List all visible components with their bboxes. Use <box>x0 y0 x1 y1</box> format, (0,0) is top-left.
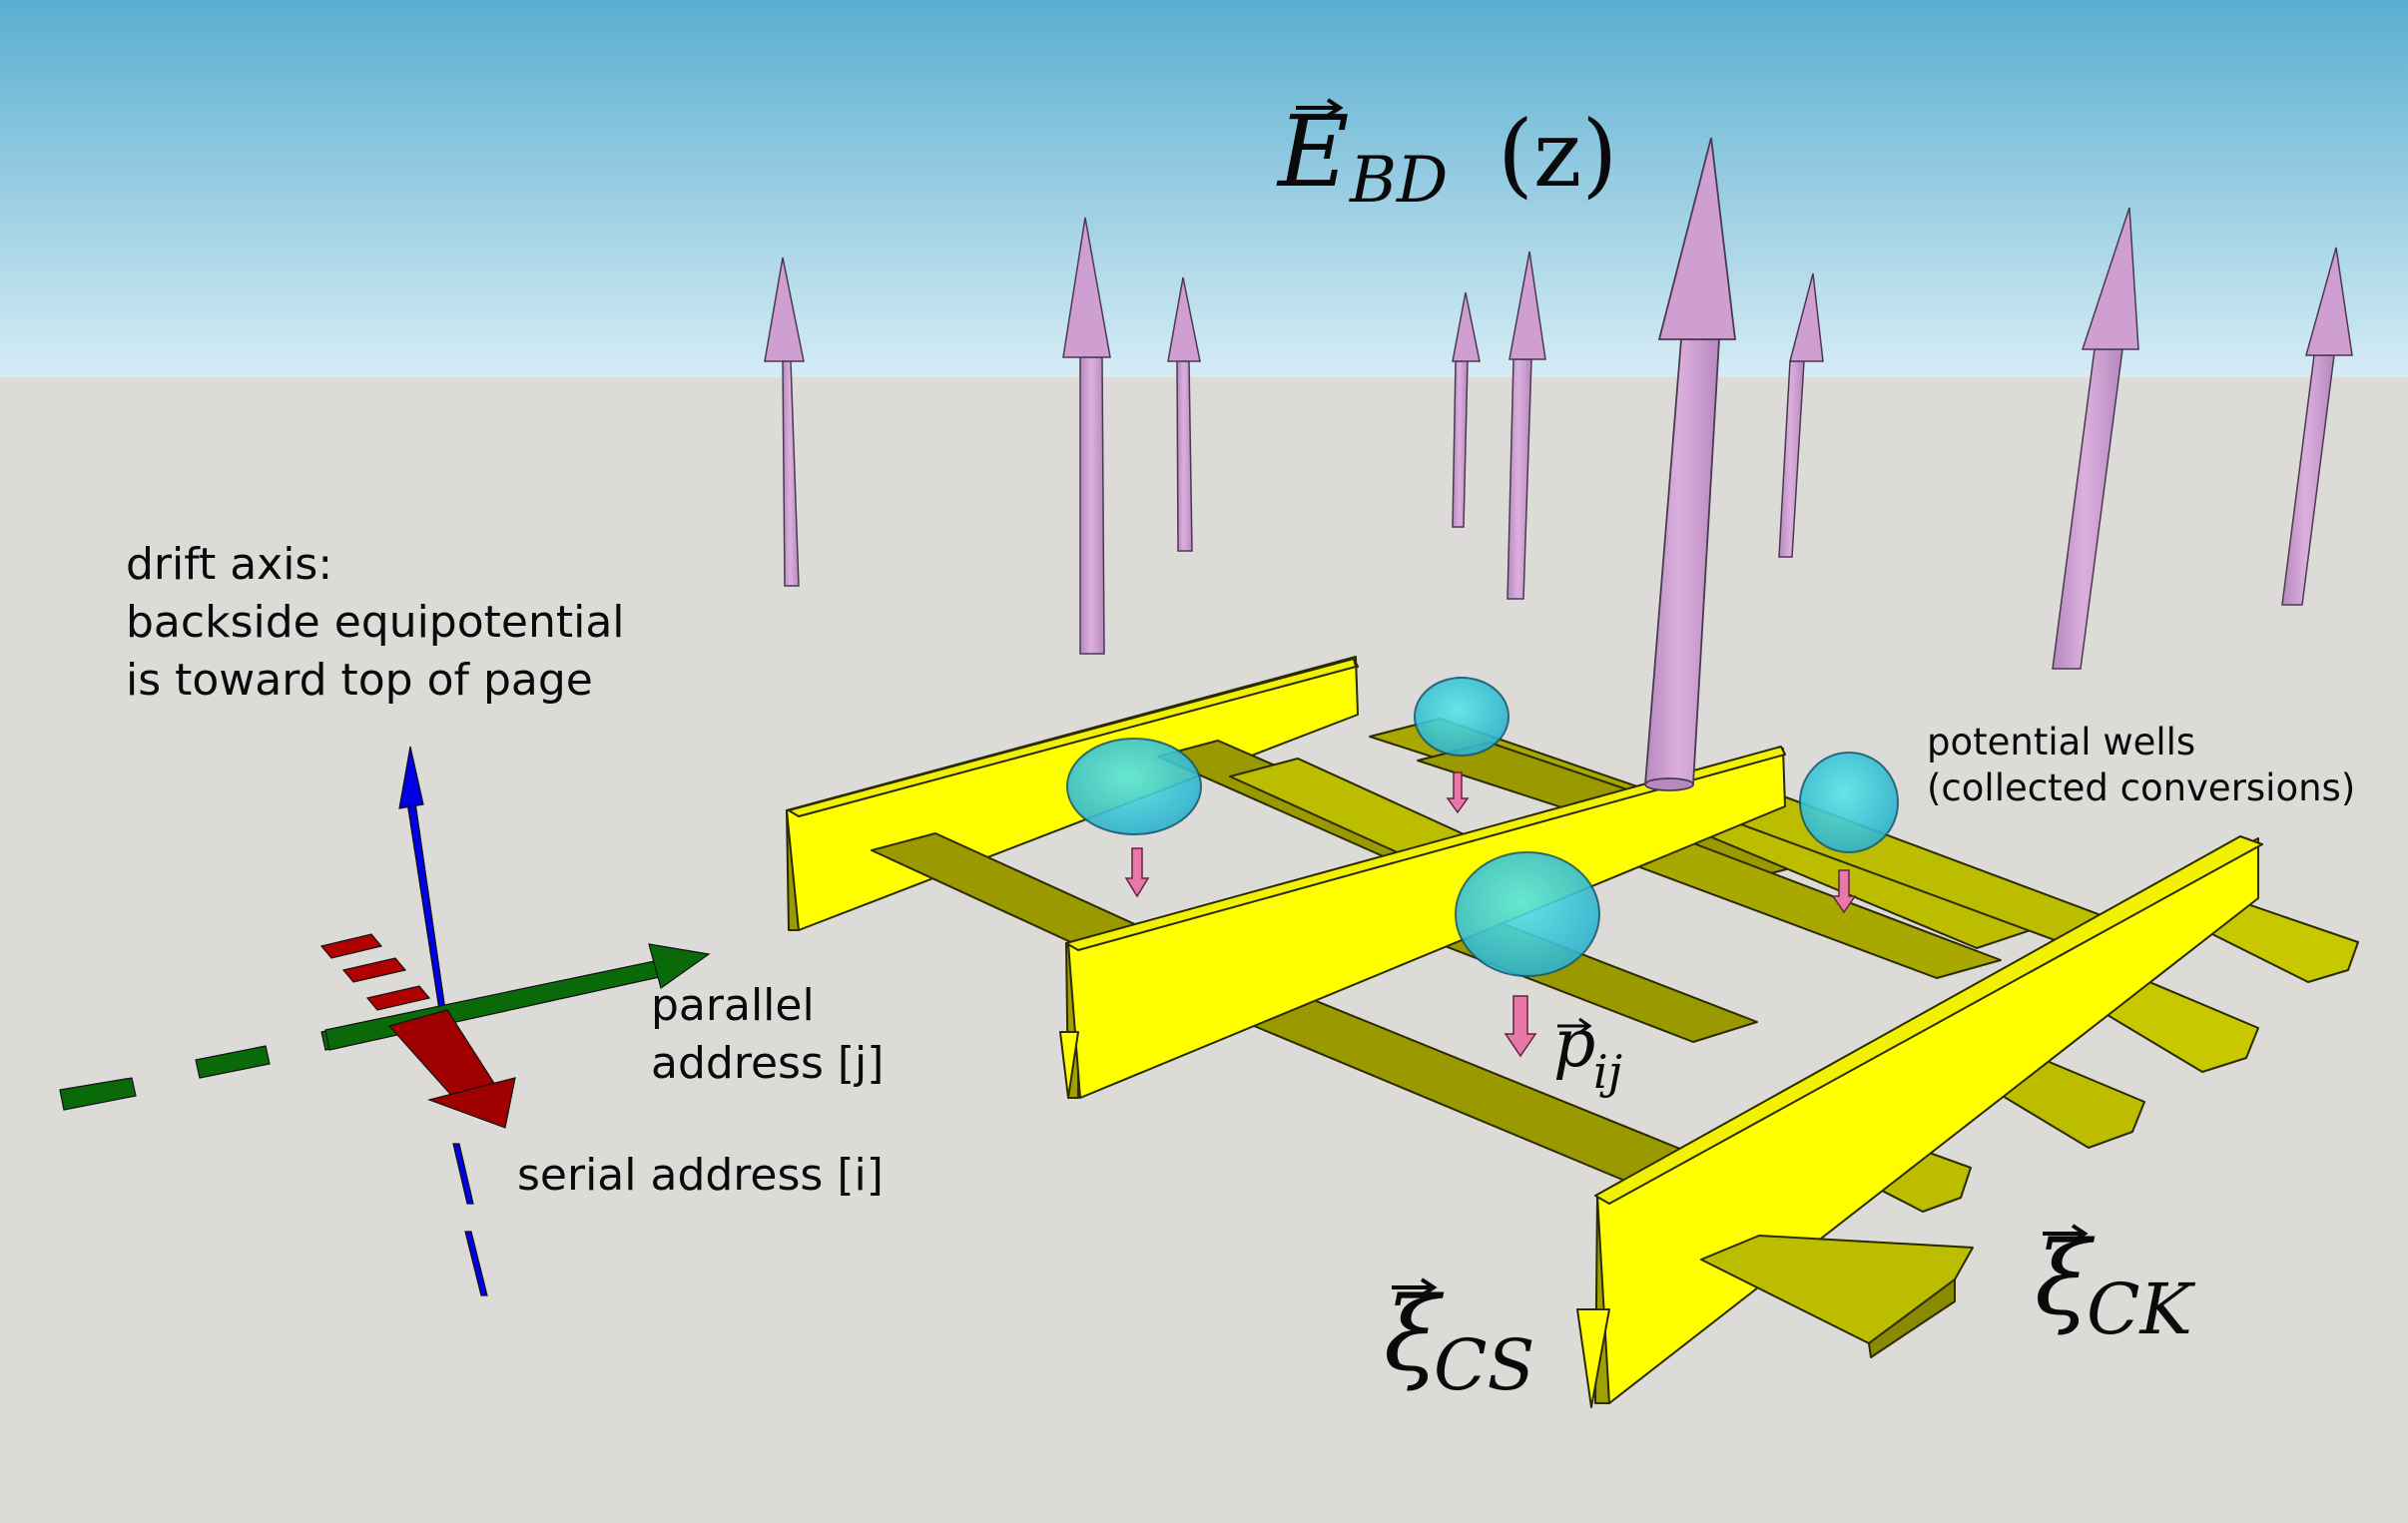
xi-cs-subscript: CS <box>1434 1324 1535 1406</box>
potential-well <box>1414 677 1509 757</box>
front-serial-bar <box>1700 1235 1974 1358</box>
xi-cs-symbol: ξ <box>1384 1275 1445 1394</box>
field-arrow <box>1778 272 1824 558</box>
ccd-gate-structure <box>786 656 2359 1408</box>
field-subscript: BD <box>1349 144 1448 218</box>
pixel-dipole-label: p ij <box>1553 1005 1622 1099</box>
dipole-arrow <box>1124 847 1150 898</box>
annotations: drift axis: backside equipotential is to… <box>126 539 2355 1201</box>
field-argument: (z) <box>1498 101 1617 208</box>
vector-arrow-icon <box>2043 1224 2089 1244</box>
vector-arrow-icon <box>1392 1277 1438 1297</box>
parallel-axis-dash <box>195 1045 271 1079</box>
drift-axis-label-line2: backside equipotential <box>126 597 625 648</box>
dipole-arrow <box>1504 995 1537 1058</box>
drift-axis-head <box>398 746 424 809</box>
xi-ck-subscript: CK <box>2087 1269 2196 1350</box>
drift-axis-dash <box>464 1231 488 1296</box>
vector-arrow-icon <box>1296 98 1344 118</box>
potential-wells-label-line2: (collected conversions) <box>1927 766 2355 809</box>
potential-well <box>1799 752 1899 853</box>
vector-arrow-icon <box>1557 1017 1592 1035</box>
field-arrow <box>2052 207 2139 670</box>
middle-wall-b <box>1059 746 1786 1099</box>
xi-cs-label: ξ CS <box>1384 1275 1535 1406</box>
math-labels: E BD (z) p ij ξ CS ξ CK <box>1276 96 2196 1406</box>
field-arrow <box>1452 291 1481 528</box>
parallel-axis-label-line2: address [j] <box>651 1038 884 1089</box>
field-symbol: E <box>1276 96 1350 210</box>
field-arrow <box>1506 251 1546 600</box>
field-arrow <box>1167 276 1201 552</box>
xi-ck-label: ξ CK <box>2035 1220 2196 1350</box>
field-arrows <box>764 207 2353 670</box>
field-arrow <box>764 256 805 587</box>
sky <box>0 0 2408 377</box>
pixel-symbol: p <box>1553 1005 1595 1082</box>
serial-axis-dash <box>319 933 383 959</box>
drift-axis-label-line1: drift axis: <box>126 539 332 590</box>
potential-well <box>1066 738 1202 835</box>
pixel-subscript: ij <box>1593 1045 1622 1099</box>
potential-wells <box>1066 677 1899 977</box>
dipole-arrows <box>1124 771 1857 1058</box>
dipole-arrow <box>1831 869 1857 914</box>
serial-axis-head <box>426 1077 516 1129</box>
drift-axis-dash <box>452 1143 474 1205</box>
potential-well <box>1455 851 1600 977</box>
dipole-arrow <box>1446 771 1470 814</box>
field-label: E BD (z) <box>1276 96 1617 218</box>
serial-axis-dash <box>365 985 431 1011</box>
axis-triad <box>59 746 711 1296</box>
parallel-axis-head <box>648 943 711 989</box>
serial-axis-dash <box>341 957 407 983</box>
field-arrow <box>1062 217 1111 655</box>
serial-axis-label: serial address [i] <box>517 1150 884 1201</box>
parallel-axis-label-line1: parallel <box>651 980 815 1031</box>
field-arrow <box>2281 247 2353 606</box>
potential-wells-label-line1: potential wells <box>1927 721 2195 763</box>
drift-axis-label-line3: is toward top of page <box>126 655 593 706</box>
parallel-axis-dash <box>59 1077 137 1111</box>
main-field-arrow <box>1644 137 1737 791</box>
xi-ck-symbol: ξ <box>2035 1220 2096 1338</box>
